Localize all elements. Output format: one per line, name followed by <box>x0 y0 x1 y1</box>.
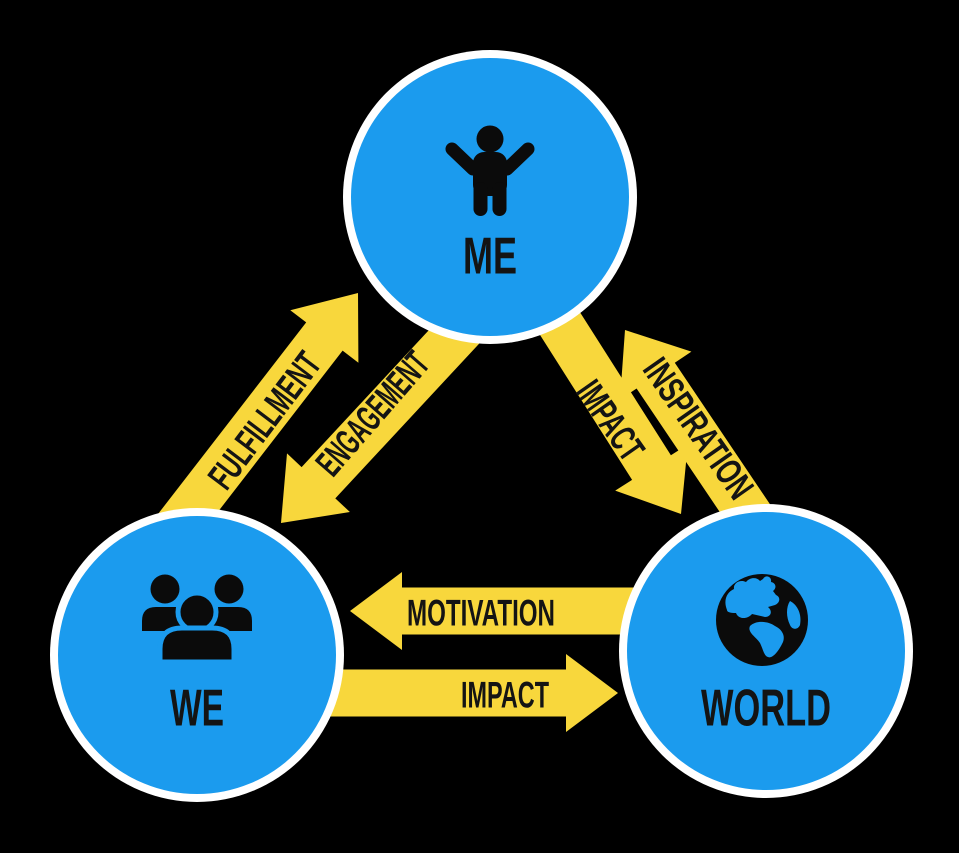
child-icon <box>445 125 535 216</box>
node-me-circle <box>351 58 629 336</box>
arrow-shape-engagement <box>281 308 483 523</box>
node-me: ME <box>343 50 637 344</box>
arrow-motivation: MOTIVATION <box>350 572 672 650</box>
arrow-impact-we-world: IMPACT <box>290 654 618 732</box>
node-me-label: ME <box>463 228 517 286</box>
globe-icon <box>716 574 808 666</box>
node-world-label: WORLD <box>701 680 831 738</box>
arrow-shape-motivation <box>350 572 672 650</box>
people-group-icon <box>142 574 252 665</box>
arrow-shape-fulfillment <box>131 293 359 577</box>
arrow-shape-impact-me-world <box>525 287 688 514</box>
node-we: WE <box>50 508 344 802</box>
arrow-shape-impact-we-world <box>290 654 618 732</box>
node-we-label: WE <box>170 680 224 738</box>
arrow-label-motivation: MOTIVATION <box>407 592 555 633</box>
arrow-label-impact-we-world: IMPACT <box>461 674 549 715</box>
node-world: WORLD <box>619 504 913 798</box>
